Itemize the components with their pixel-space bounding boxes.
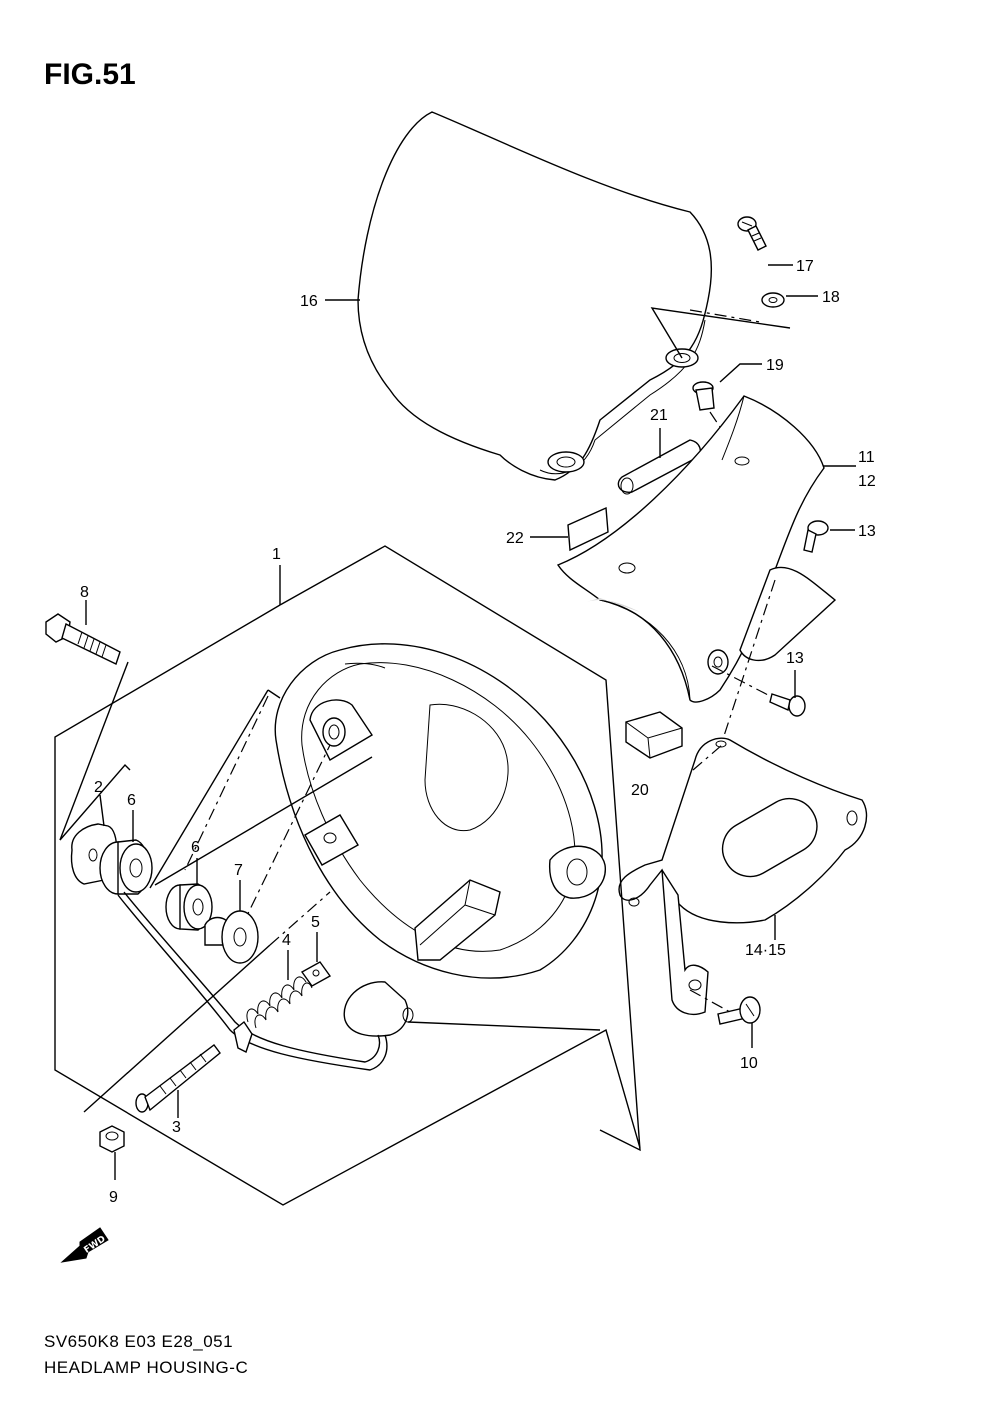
bolt-part-10	[717, 996, 761, 1025]
label-part-22	[567, 506, 609, 552]
forward-direction-icon: FWD	[60, 1227, 109, 1263]
bracket-part-14-15	[618, 737, 868, 1016]
callout-4: 4	[282, 932, 291, 949]
callout-14-15: 14·15	[745, 942, 786, 959]
bush-part-6-left	[99, 839, 153, 895]
callout-16: 16	[300, 293, 318, 310]
bush-part-6-right	[165, 883, 213, 931]
screw-part-13-upper	[803, 520, 829, 553]
callout-10: 10	[740, 1055, 758, 1072]
callout-1: 1	[272, 546, 281, 563]
bolt-part-8	[45, 613, 121, 665]
callout-18: 18	[822, 289, 840, 306]
callout-7: 7	[234, 862, 243, 879]
callout-19: 19	[766, 357, 784, 374]
callout-6-left: 6	[127, 792, 136, 809]
adjust-screw-part-3	[135, 1044, 221, 1113]
callout-12: 12	[858, 473, 876, 490]
callout-5: 5	[311, 914, 320, 931]
model-code: SV650K8 E03 E28_051	[44, 1332, 234, 1351]
callout-20: 20	[631, 782, 649, 799]
washer-part-18	[761, 292, 785, 308]
callout-17: 17	[796, 258, 814, 275]
spring-part-4	[246, 976, 313, 1029]
figure-title: FIG.51	[44, 58, 136, 91]
callout-9: 9	[109, 1189, 118, 1206]
visor-part-16	[357, 111, 713, 481]
callout-11: 11	[858, 449, 875, 466]
callout-2: 2	[94, 779, 103, 796]
callout-6-right: 6	[191, 839, 200, 856]
headlamp-housing-ring	[274, 643, 606, 1037]
diagram-caption: HEADLAMP HOUSING-C	[44, 1358, 249, 1377]
callout-13-upper: 13	[858, 523, 876, 540]
clip-part-5	[300, 961, 332, 987]
callout-22: 22	[506, 530, 524, 547]
headlamp-cover-part-11-12	[556, 395, 837, 703]
damper-part-20	[625, 711, 683, 759]
callout-8: 8	[80, 584, 89, 601]
callout-3: 3	[172, 1119, 181, 1136]
nut-part-9	[99, 1125, 125, 1153]
collar-part-7	[204, 910, 259, 964]
grommet-part-19	[692, 381, 715, 411]
screw-part-13-lower	[769, 693, 806, 717]
screw-part-17	[737, 216, 767, 251]
callout-21: 21	[650, 407, 668, 424]
callout-13-lower: 13	[786, 650, 804, 667]
